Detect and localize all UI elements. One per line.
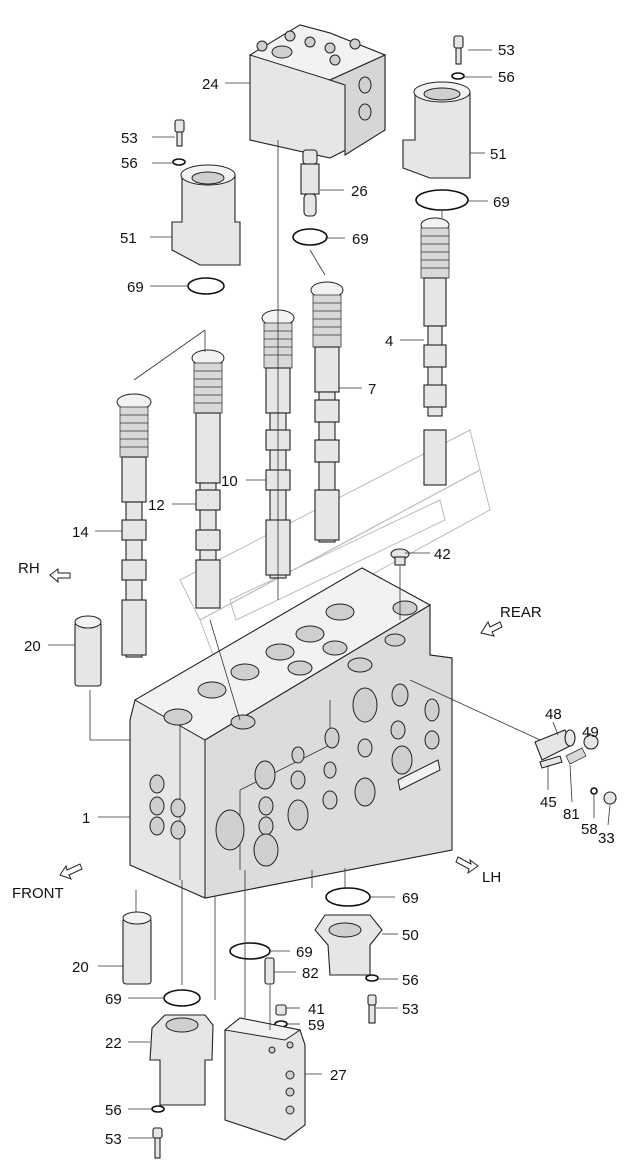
callout-69-right: 69 [493,194,510,211]
callout-51-left: 51 [120,230,137,247]
sleeve-20-upper [74,615,102,687]
callout-22: 22 [105,1035,122,1052]
callout-12: 12 [148,497,165,514]
callout-53-bottom: 53 [105,1131,122,1148]
bolt-53-lower [367,994,377,1024]
callout-56-top-right: 56 [498,69,515,86]
callout-58: 58 [581,821,598,838]
oring-69-lower-left [163,989,201,1007]
spring-81 [565,747,587,765]
callout-24: 24 [202,76,219,93]
oring-69-lower-mid [229,942,271,960]
bolt-53-top-right [451,35,465,80]
callout-45: 45 [540,794,557,811]
plunger-26 [292,149,328,246]
plug-42 [390,548,410,566]
callout-53-lower-right: 53 [402,1001,419,1018]
callout-33: 33 [598,830,615,847]
callout-20-upper: 20 [24,638,41,655]
rear-arrow-icon [480,620,503,637]
callout-1: 1 [82,810,90,827]
callout-56-left: 56 [121,155,138,172]
callout-59: 59 [308,1017,325,1034]
lh-label: LH [482,869,501,886]
leader-lines [48,49,611,1139]
pin-82 [264,957,275,985]
cover-22 [149,1014,214,1113]
rh-arrow-icon [49,568,71,584]
rear-label: REAR [500,604,542,621]
callout-14: 14 [72,524,89,541]
plug-33 [603,791,617,805]
cover-50 [314,914,383,982]
callout-81: 81 [563,806,580,823]
callout-41: 41 [308,1001,325,1018]
callout-20-lower: 20 [72,959,89,976]
callout-53-top-right: 53 [498,42,515,59]
cover-24 [248,24,387,159]
callout-69-mid: 69 [352,231,369,248]
callout-69-left: 69 [127,279,144,296]
spool-7 [310,281,344,543]
spool-4 [420,217,450,486]
callout-51-right: 51 [490,146,507,163]
callout-7: 7 [368,381,376,398]
rh-label: RH [18,560,40,577]
lh-arrow-icon [455,856,479,875]
sleeve-20-lower [122,911,152,985]
callout-27: 27 [330,1067,347,1084]
sleeve-48 [534,729,576,761]
callout-56-bottom: 56 [105,1102,122,1119]
callout-50: 50 [402,927,419,944]
callout-26: 26 [351,183,368,200]
callout-49: 49 [582,724,599,741]
callout-4: 4 [385,333,393,350]
callout-53-left: 53 [121,130,138,147]
cover-51-left [171,164,241,295]
main-valve-body [129,567,453,899]
callout-69-lower-right: 69 [402,890,419,907]
callout-56-lower-right: 56 [402,972,419,989]
callout-69-lower-left: 69 [105,991,122,1008]
oring-69-lower-right [325,887,371,907]
callout-82: 82 [302,965,319,982]
callout-10: 10 [221,473,238,490]
cover-51-right [402,81,471,211]
block-27 [223,1017,306,1141]
callout-48: 48 [545,706,562,723]
spool-14 [116,393,152,658]
front-label: FRONT [12,885,64,902]
spool-12 [191,349,225,609]
callout-69-lower-mid: 69 [296,944,313,961]
bolt-53-left [172,119,186,166]
pin-45 [539,755,563,769]
callout-42: 42 [434,546,451,563]
oring-58 [590,787,598,795]
watermark-logo [179,429,491,661]
front-arrow-icon [59,863,83,880]
plug-41 [274,1004,288,1028]
bolt-53-bottom [152,1127,163,1159]
